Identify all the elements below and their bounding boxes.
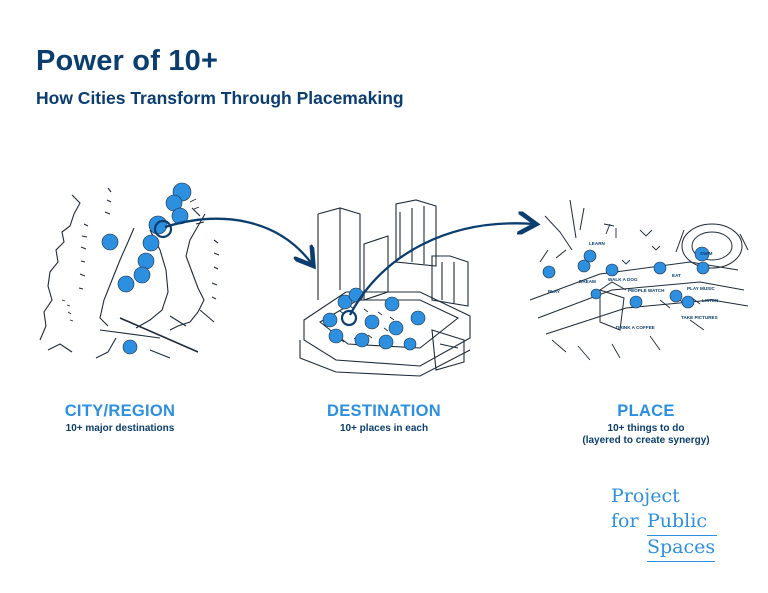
destination-building-sketch [299,199,471,377]
stage-label-city-region: CITY/REGION [64,402,176,420]
place-marker [384,296,400,312]
selected-place-ring [340,309,358,327]
place-marker [403,337,417,351]
brand-line-project: Project [611,485,680,507]
activity-marker [605,263,619,277]
activity-label: DREAM [579,279,596,284]
brand-line-for: for [611,510,639,532]
activity-marker [669,289,683,303]
activity-marker [577,259,591,273]
activity-label: PEOPLE WATCH [628,288,665,293]
destination-marker [117,275,135,293]
place-marker [354,332,370,348]
place-marker [364,314,380,330]
activity-label: PLAY MUSIC [687,286,716,291]
activity-marker [583,249,597,263]
activity-marker [542,265,556,279]
activity-label: LISTEN [702,298,719,303]
place-marker [378,334,394,350]
city-destination-markers [101,182,192,355]
activity-label: TAKE PICTURES [681,315,718,320]
place-marker [337,294,353,310]
activity-label: DRINK A COFFEE [616,325,655,330]
place-plaza-sketch [529,199,749,361]
zoom-arrow-city-to-destination [164,217,312,264]
stage-desc-place-line1: 10+ things to do [607,423,685,434]
activity-marker [694,246,710,262]
destination-marker [101,233,119,251]
activity-label: SWIM [700,251,713,256]
activity-marker [681,295,695,309]
place-marker [410,310,426,326]
activity-marker [590,288,602,300]
stage-label-place: PLACE [617,402,675,420]
destination-marker [142,234,160,252]
destination-marker [137,252,155,270]
destination-marker [148,215,168,235]
activity-label: PLAY [548,289,560,294]
stage-desc-destination: 10+ places in each [339,423,429,434]
place-marker [322,312,338,328]
place-marker [388,320,404,336]
destination-marker [122,339,138,355]
activity-marker [696,261,710,275]
activity-label: LEARN [589,241,606,246]
activity-label: WALK A DOG [608,277,638,282]
stage-desc-place-line2: (layered to create synergy) [582,435,710,446]
page-subtitle: How Cities Transform Through Placemaking [36,88,404,108]
place-activity-markers [542,246,710,309]
destination-marker [133,266,151,284]
place-marker [328,328,344,344]
stage-label-destination: DESTINATION [327,402,441,420]
activity-marker [629,295,643,309]
place-marker [348,287,364,303]
place-activity-labels: LEARN SWIM PLAY DREAM WALK A DOG EAT PEO… [548,241,719,330]
selected-destination-ring [153,219,173,239]
brand-line-public: Public [647,509,717,536]
activity-marker [653,261,667,275]
stage-desc-city-region: 10+ major destinations [65,423,175,434]
activity-label: EAT [672,273,681,278]
page-title: Power of 10+ [36,45,219,77]
brand-line-spaces: Spaces [647,535,716,562]
city-region-map-sketch [39,187,220,359]
zoom-arrow-destination-to-place [348,223,534,316]
